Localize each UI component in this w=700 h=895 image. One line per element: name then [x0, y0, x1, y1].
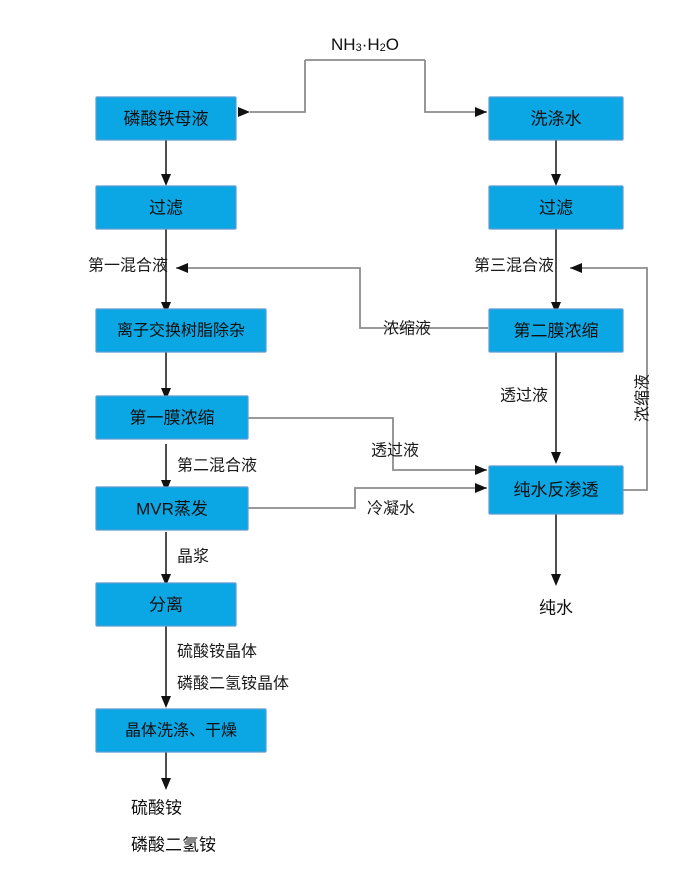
reagent-label: NH3·H2O [331, 35, 399, 55]
arrowhead-washwater-filter [551, 174, 561, 186]
connector-reagent-to-right [424, 60, 487, 113]
arrowhead-membrane2-permeate-ro [551, 452, 561, 464]
edge-label-concentrate-left: 浓缩液 [383, 320, 431, 338]
node-label-fe-mother-liquor: 磷酸铁母液 [124, 110, 209, 129]
node-ion-exchange[interactable]: 离子交换树脂除杂 [95, 308, 267, 353]
connector-ro-concentrate-to-third [570, 267, 648, 491]
arrowhead-mvr-condensate-ro [475, 483, 487, 493]
node-label-filter-right: 过滤 [539, 199, 573, 218]
arrowhead-ro-purewater [551, 574, 561, 586]
arrowhead-membrane1-permeate-ro [475, 465, 487, 475]
node-label-crystal-wash-dry: 晶体洗涤、干燥 [125, 722, 237, 740]
node-filter-right[interactable]: 过滤 [488, 185, 624, 230]
edge-label-third-mixed-liquid: 第三混合液 [474, 257, 554, 275]
edge-label-crystal-slurry: 晶浆 [177, 548, 209, 566]
edge-label-permeate-membrane2: 透过液 [500, 387, 548, 405]
node-label-membrane-2: 第二膜浓缩 [514, 322, 599, 341]
arrowhead-filter-membrane2 [551, 302, 561, 314]
node-membrane-1[interactable]: 第一膜浓缩 [95, 395, 249, 440]
arrowhead-reagent-left [238, 107, 250, 117]
edge-label-ammonium-sulfate-crystal: 硫酸铵晶体 [177, 643, 257, 661]
edge-label-map-crystal: 磷酸二氢铵晶体 [177, 675, 289, 693]
node-wash-water[interactable]: 洗涤水 [488, 96, 624, 141]
node-filter-left[interactable]: 过滤 [95, 185, 237, 230]
node-fe-mother-liquor[interactable]: 磷酸铁母液 [95, 96, 237, 141]
connector-membrane2-concentrate-to-first [176, 267, 488, 329]
arrowhead-motherliquor-filter [161, 174, 171, 186]
arrowhead-concentrate-to-first [176, 263, 188, 273]
arrowhead-washdry-products [161, 778, 171, 790]
edge-label-second-mixed-liquid: 第二混合液 [177, 457, 257, 475]
connector-membrane1-permeate-to-ro [248, 417, 487, 471]
arrowhead-separation-washdry [161, 696, 171, 708]
output-label-ammonium-sulfate: 硫酸铵 [131, 799, 182, 818]
node-label-reverse-osmosis: 纯水反渗透 [514, 481, 599, 500]
edge-label-condensate: 冷凝水 [367, 500, 415, 518]
edge-label-first-mixed-liquid: 第一混合液 [88, 257, 168, 275]
node-mvr-evaporation[interactable]: MVR蒸发 [95, 486, 249, 531]
arrowhead-membrane1-mvr [161, 480, 171, 492]
node-label-wash-water: 洗涤水 [531, 110, 582, 129]
connector-mvr-condensate-to-ro [248, 487, 487, 509]
node-separation[interactable]: 分离 [95, 582, 237, 627]
node-crystal-wash-dry[interactable]: 晶体洗涤、干燥 [95, 708, 267, 753]
arrowhead-mvr-separation [161, 574, 171, 586]
node-label-separation: 分离 [149, 596, 183, 615]
node-label-mvr-evaporation: MVR蒸发 [136, 500, 208, 519]
arrowhead-ionexchange-membrane1 [161, 388, 171, 400]
arrowhead-ro-concentrate-third [570, 263, 582, 273]
edge-label-concentrate-right-vertical: 浓缩液 [634, 374, 652, 422]
arrowhead-filter-ionexchange [161, 302, 171, 314]
node-label-filter-left: 过滤 [149, 199, 183, 218]
node-reverse-osmosis[interactable]: 纯水反渗透 [488, 465, 624, 515]
output-label-monoammonium-phosphate: 磷酸二氢铵 [131, 836, 216, 855]
connector-reagent-to-left [250, 60, 306, 113]
arrowhead-reagent-right [475, 107, 487, 117]
edge-label-permeate-membrane1: 透过液 [371, 442, 419, 460]
output-label-pure-water: 纯水 [539, 599, 573, 618]
node-label-membrane-1: 第一膜浓缩 [130, 409, 215, 428]
node-label-ion-exchange: 离子交换树脂除杂 [117, 322, 245, 340]
node-membrane-2[interactable]: 第二膜浓缩 [488, 308, 624, 353]
